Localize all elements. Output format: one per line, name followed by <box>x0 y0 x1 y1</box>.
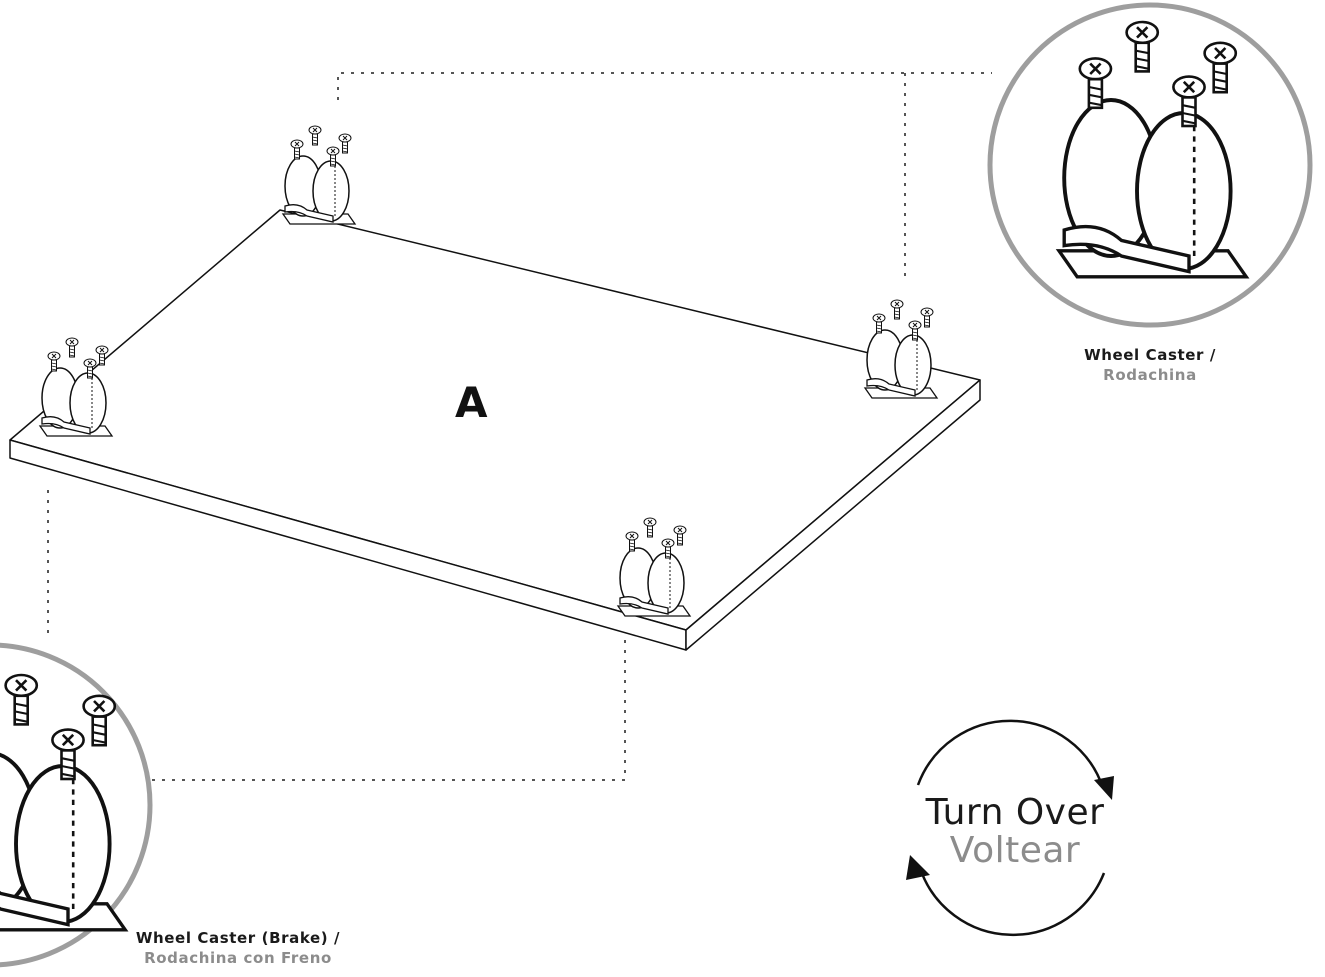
panel-a <box>9 209 981 651</box>
turn-arrow-head-right <box>1094 776 1114 800</box>
turn-over-label: Turn Over Voltear <box>905 794 1125 870</box>
part-label-a: A <box>455 378 488 427</box>
brake-label-en: Wheel Caster (Brake) / <box>135 929 341 947</box>
callout-caster <box>987 2 1313 328</box>
turn-over-es: Voltear <box>949 830 1081 871</box>
caster-right <box>865 300 937 398</box>
caster-label-es: Rodachina <box>1103 366 1197 384</box>
caster-label-en: Wheel Caster / <box>1084 346 1216 364</box>
leader-line-brake-bottom <box>150 640 626 781</box>
turn-arrow-head-left <box>906 855 930 880</box>
brake-caster-label: Wheel Caster (Brake) / Rodachina con Fre… <box>108 929 368 967</box>
leader-line-caster <box>337 72 992 100</box>
caster-top <box>283 126 355 224</box>
turn-over-icon <box>916 719 1106 937</box>
brake-label-es: Rodachina con Freno <box>144 949 332 967</box>
turn-over-en: Turn Over <box>925 792 1105 833</box>
leader-lines <box>47 72 992 781</box>
caster-label: Wheel Caster / Rodachina <box>1050 346 1250 384</box>
caster-left-brake <box>40 338 112 436</box>
callout-brake <box>0 642 153 968</box>
